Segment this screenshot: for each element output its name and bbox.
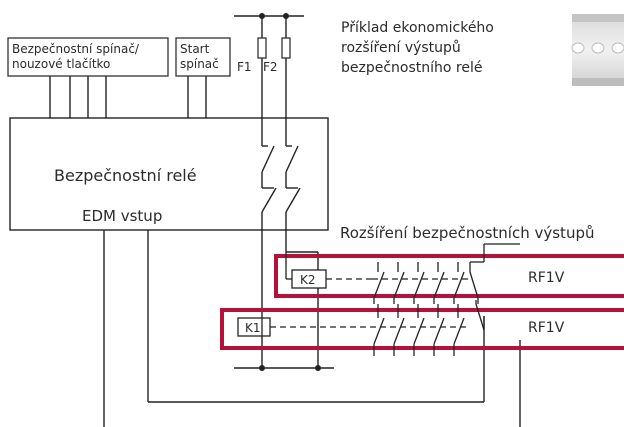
coil-wiring — [261, 252, 292, 336]
start-switch-label-line1: Start — [180, 42, 210, 56]
safety-relay-label: Bezpečnostní relé — [54, 166, 197, 185]
example-note-line3: bezpečnostního relé — [341, 60, 482, 76]
bus-node-f2 — [283, 13, 289, 19]
safety-switch-label-line2: nouzové tlačítko — [12, 57, 110, 71]
safety-switch-box — [7, 37, 169, 77]
module-2-label: RF1V — [528, 320, 565, 336]
expansion-module-1-frame — [274, 254, 624, 298]
start-switch-box — [175, 37, 231, 77]
fuse-f1-label: F1 — [237, 60, 252, 74]
module-1-label: RF1V — [528, 270, 565, 286]
start-switch-label-line2: spínač — [180, 57, 219, 71]
example-note-line1: Příklad ekonomického — [341, 20, 494, 36]
return-node-1 — [259, 365, 265, 371]
k1-contacts — [373, 300, 485, 356]
supply-bus — [234, 15, 304, 146]
safety-relay-box — [9, 117, 329, 231]
fuse-f2-symbol — [281, 37, 291, 59]
din-rail-image — [571, 14, 624, 86]
fuse-f2-label: F2 — [263, 60, 278, 74]
edm-feedback-wires — [103, 230, 521, 427]
example-note-line2: rozšíření výstupů — [341, 40, 461, 56]
return-node-2 — [315, 365, 321, 371]
fuse-f1-symbol — [257, 37, 267, 59]
k2-contacts — [372, 243, 520, 304]
bus-node-f1 — [259, 13, 265, 19]
safety-switch-label-line1: Bezpečnostní spínač/ — [12, 42, 140, 56]
edm-input-label: EDM vstup — [82, 207, 162, 225]
switch-wires — [49, 76, 207, 118]
coil-k2-label: K2 — [300, 273, 316, 287]
coil-k1-label: K1 — [245, 321, 261, 335]
expansion-title: Rozšíření bezpečnostních výstupů — [340, 224, 594, 242]
expansion-module-2-frame — [220, 308, 624, 350]
